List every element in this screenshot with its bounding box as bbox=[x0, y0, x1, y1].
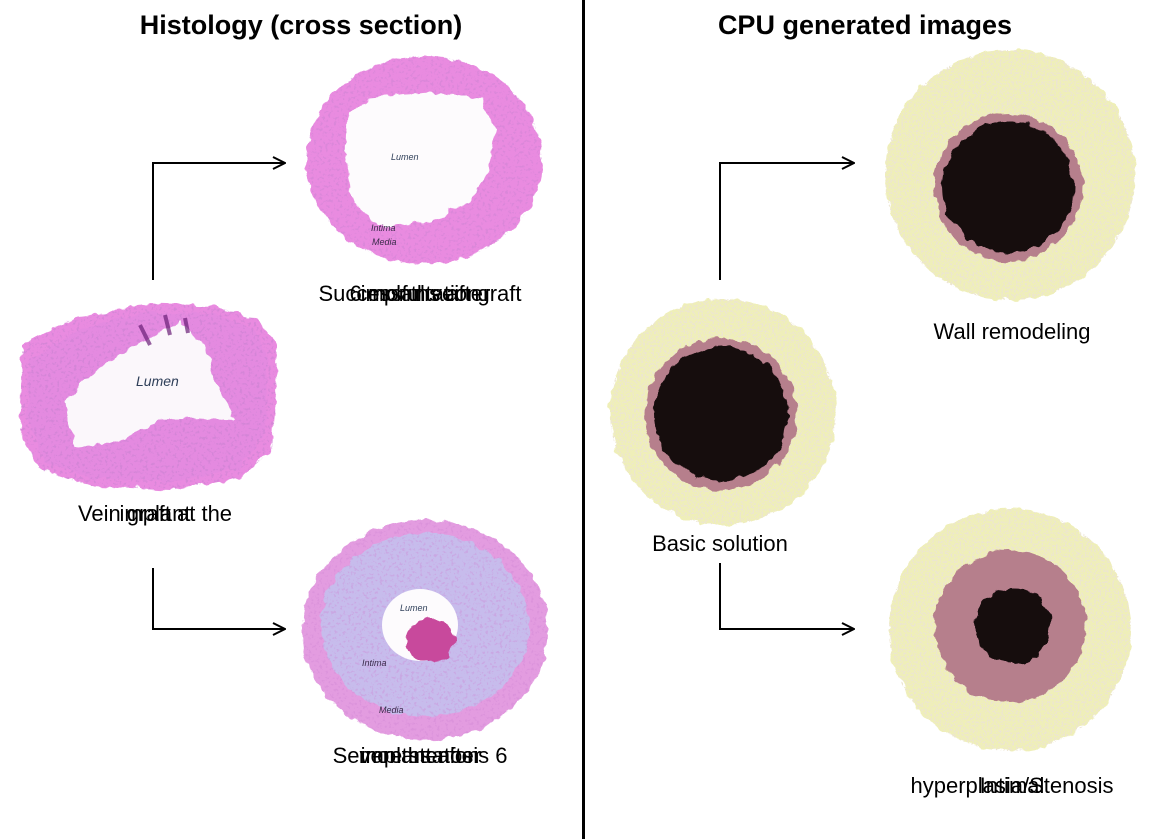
caption-line: implantation bbox=[360, 743, 480, 768]
histology-title: Histology (cross section) bbox=[139, 10, 463, 40]
caption-line: Basic solution bbox=[652, 531, 788, 556]
arrow-implant-to-stenosis bbox=[152, 568, 284, 629]
panel-divider bbox=[582, 0, 585, 839]
caption-line: Wall remodeling bbox=[933, 319, 1091, 344]
media-label-successful: Media bbox=[372, 237, 397, 247]
lumen-label-successful: Lumen bbox=[391, 152, 419, 162]
arrow-basic-to-stenosis bbox=[719, 563, 853, 629]
caption-line: Intimal bbox=[979, 773, 1045, 798]
caption-line: implantation bbox=[360, 281, 480, 306]
arrow-basic-to-remodeling bbox=[719, 163, 853, 280]
histology-stenosis-image: Lumen Intima Media bbox=[302, 520, 548, 740]
histology-implant-image: Lumen bbox=[20, 304, 277, 490]
cpu-wall-remodeling-image bbox=[885, 50, 1135, 300]
arrow-implant-to-successful bbox=[152, 163, 284, 280]
caption-line: hyperplasia/Stenosis bbox=[910, 773, 1114, 798]
intima-label-stenosis: Intima bbox=[362, 658, 387, 668]
cpu-basic-solution-image bbox=[610, 299, 836, 525]
caption-line: months after bbox=[358, 743, 482, 768]
caption-line: Severe stenosis 6 bbox=[332, 743, 508, 768]
caption-line: implant bbox=[119, 501, 191, 526]
caption-line: Vein graft at the bbox=[77, 501, 233, 526]
intima-label-successful: Intima bbox=[371, 223, 396, 233]
lumen-label-stenosis: Lumen bbox=[400, 603, 428, 613]
histology-successful-image: Lumen Intima Media bbox=[306, 56, 542, 264]
caption-line: 6 months after bbox=[349, 281, 491, 306]
media-label-stenosis: Media bbox=[379, 705, 404, 715]
caption-line: Successful vein graft bbox=[318, 281, 522, 306]
cpu-stenosis-image bbox=[889, 509, 1131, 751]
lumen-label-implant: Lumen bbox=[136, 373, 179, 389]
cpu-title: CPU generated images bbox=[717, 10, 1013, 40]
